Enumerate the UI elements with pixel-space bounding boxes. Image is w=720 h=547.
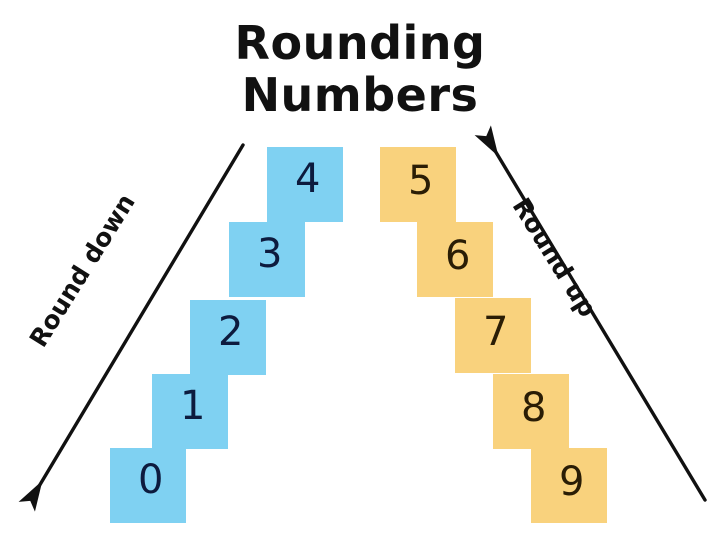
page-title-line-1: Rounding xyxy=(234,16,486,70)
step-block-2: 2 xyxy=(190,300,266,375)
step-block-3: 3 xyxy=(229,222,305,297)
step-digit-9: 9 xyxy=(559,459,585,505)
step-digit-1: 1 xyxy=(180,383,206,429)
step-block-5: 5 xyxy=(380,147,456,222)
step-block-4: 4 xyxy=(267,147,343,222)
step-block-0: 0 xyxy=(110,448,186,523)
step-digit-6: 6 xyxy=(445,233,471,279)
step-block-6: 6 xyxy=(417,222,493,297)
step-digit-8: 8 xyxy=(521,385,547,431)
step-block-8: 8 xyxy=(493,374,569,449)
round-down-label: Round down xyxy=(23,188,141,353)
step-digit-3: 3 xyxy=(257,231,283,277)
step-digit-0: 0 xyxy=(138,457,164,503)
step-digit-4: 4 xyxy=(295,156,321,202)
step-digit-2: 2 xyxy=(218,309,244,355)
page-title: Rounding Numbers xyxy=(0,16,720,122)
step-digit-7: 7 xyxy=(483,309,509,355)
step-block-7: 7 xyxy=(455,298,531,373)
page-title-line-2: Numbers xyxy=(241,67,479,122)
step-block-9: 9 xyxy=(531,448,607,523)
step-block-1: 1 xyxy=(152,374,228,449)
step-digit-5: 5 xyxy=(408,158,434,204)
